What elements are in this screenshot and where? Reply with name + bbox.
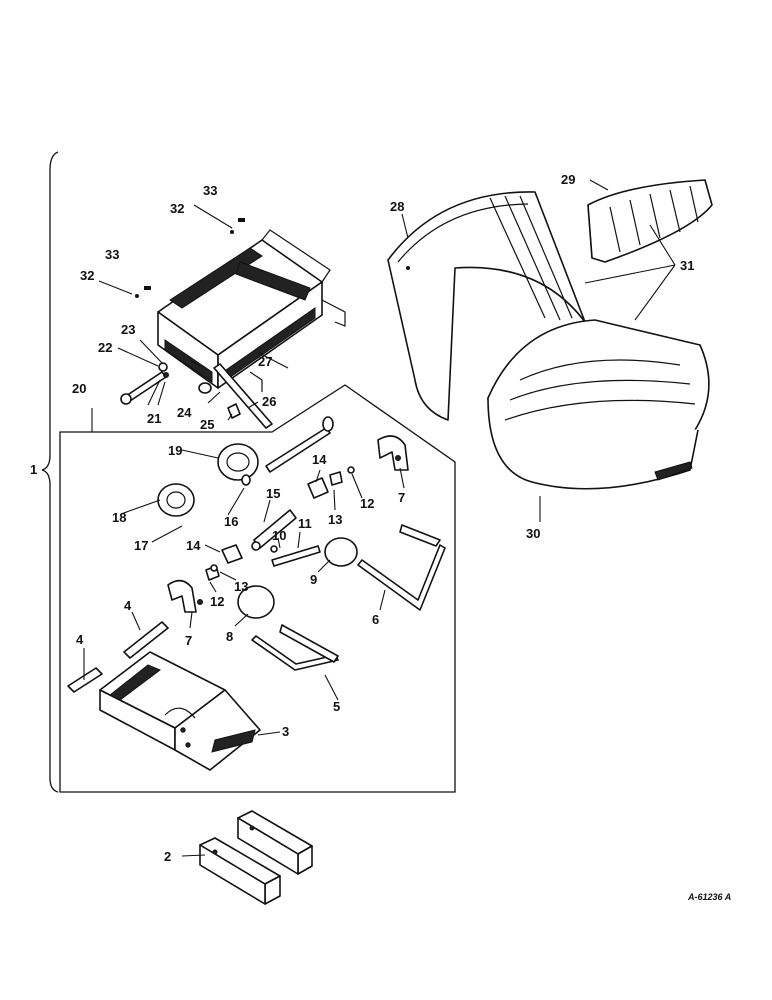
callout-32-left: 32 [80, 268, 94, 283]
callout-13-right: 13 [328, 512, 342, 527]
callout-26: 26 [262, 394, 276, 409]
callout-8: 8 [226, 629, 233, 644]
callout-6: 6 [372, 612, 379, 627]
callout-7-right: 7 [398, 490, 405, 505]
callout-22: 22 [98, 340, 112, 355]
callout-20: 20 [72, 381, 86, 396]
callout-24: 24 [177, 405, 192, 420]
callout-30: 30 [526, 526, 540, 541]
support-bar-parts [199, 810, 313, 905]
callout-11: 11 [298, 516, 312, 531]
callout-12-left: 12 [210, 594, 224, 609]
callout-labels: 33 32 33 32 27 23 22 20 24 21 25 26 1 19… [30, 172, 731, 902]
callout-4-mid: 4 [124, 598, 132, 613]
callout-13-left: 13 [234, 579, 248, 594]
pin-part [270, 545, 321, 567]
seat-cushion-part [487, 319, 710, 490]
nut-and-bolt-hardware [135, 218, 245, 298]
leader-lines [83, 179, 676, 857]
callout-28: 28 [390, 199, 404, 214]
callout-17: 17 [134, 538, 148, 553]
callout-1: 1 [30, 462, 37, 477]
callout-19: 19 [168, 443, 182, 458]
callout-4-left: 4 [76, 632, 84, 647]
callout-18: 18 [112, 510, 126, 525]
callout-12-right: 12 [360, 496, 374, 511]
drawing-code: A-61236 A [687, 892, 731, 902]
callout-33-left: 33 [105, 247, 119, 262]
bracket-parts [167, 435, 409, 613]
callout-2: 2 [164, 849, 171, 864]
callout-29: 29 [561, 172, 575, 187]
bumper-parts [157, 443, 259, 517]
callout-31: 31 [680, 258, 694, 273]
subassembly-frame-20 [59, 384, 456, 793]
handle-parts [251, 524, 446, 671]
group-bracket-1 [41, 151, 59, 793]
back-cushion-part [587, 179, 713, 263]
seat-back-part [387, 191, 586, 421]
callout-25: 25 [200, 417, 214, 432]
callout-5: 5 [333, 699, 340, 714]
callout-27: 27 [258, 354, 272, 369]
plate-parts [237, 537, 358, 619]
seat-frame-part [157, 229, 346, 392]
callout-7-left: 7 [185, 633, 192, 648]
base-bracket-part [99, 651, 261, 771]
callout-21: 21 [147, 411, 161, 426]
link-rod-and-shock [241, 416, 334, 551]
callout-33-top: 33 [203, 183, 217, 198]
callout-32-top: 32 [170, 201, 184, 216]
callout-9: 9 [310, 572, 317, 587]
callout-3: 3 [282, 724, 289, 739]
callout-10: 10 [272, 528, 286, 543]
callout-14-left: 14 [186, 538, 201, 553]
callout-16: 16 [224, 514, 238, 529]
callout-23: 23 [121, 322, 135, 337]
link-parts [67, 621, 169, 693]
small-hardware-group [205, 466, 355, 581]
callout-15: 15 [266, 486, 280, 501]
callout-14-right: 14 [312, 452, 327, 467]
